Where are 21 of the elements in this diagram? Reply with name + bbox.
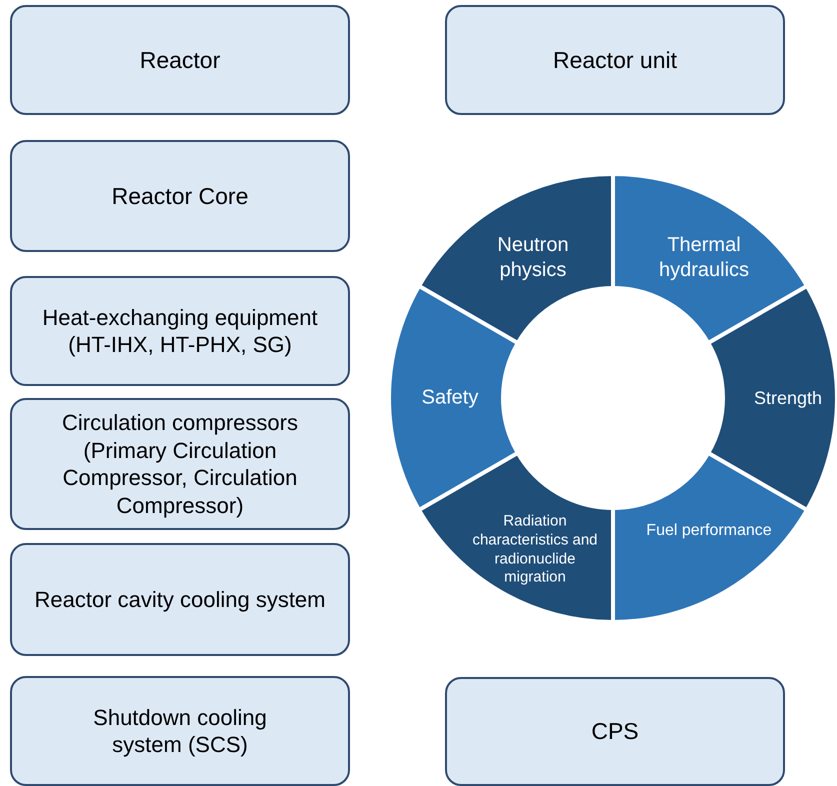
component-box	[445, 5, 785, 115]
box-label: CPS	[591, 717, 639, 746]
box-label: Reactor Core	[112, 182, 248, 210]
component-box	[10, 5, 350, 115]
component-box	[10, 276, 350, 386]
segment-label: Neutron physics	[478, 233, 588, 283]
box-label: Reactor cavity cooling system	[34, 586, 326, 614]
segment-label: Safety	[422, 386, 478, 410]
component-box	[10, 140, 350, 252]
box-label: Circulation compressors (Primary Circulation Compressor, Circulation Compressor)	[61, 409, 299, 519]
component-box	[10, 676, 350, 786]
box-label: Reactor unit	[552, 46, 677, 74]
segment-label: Strength	[754, 386, 822, 410]
box-label: Shutdown cooling system (SCS)	[92, 704, 268, 758]
component-box	[10, 543, 350, 656]
component-box	[10, 398, 350, 530]
segment-label: Thermal hydraulics	[639, 233, 769, 283]
segment-label: Fuel performance	[646, 521, 772, 541]
component-box	[445, 677, 785, 786]
box-label: Reactor	[140, 46, 220, 74]
box-label: Heat-exchanging equipment (HT-IHX, HT-PHX, SG)	[41, 304, 319, 358]
